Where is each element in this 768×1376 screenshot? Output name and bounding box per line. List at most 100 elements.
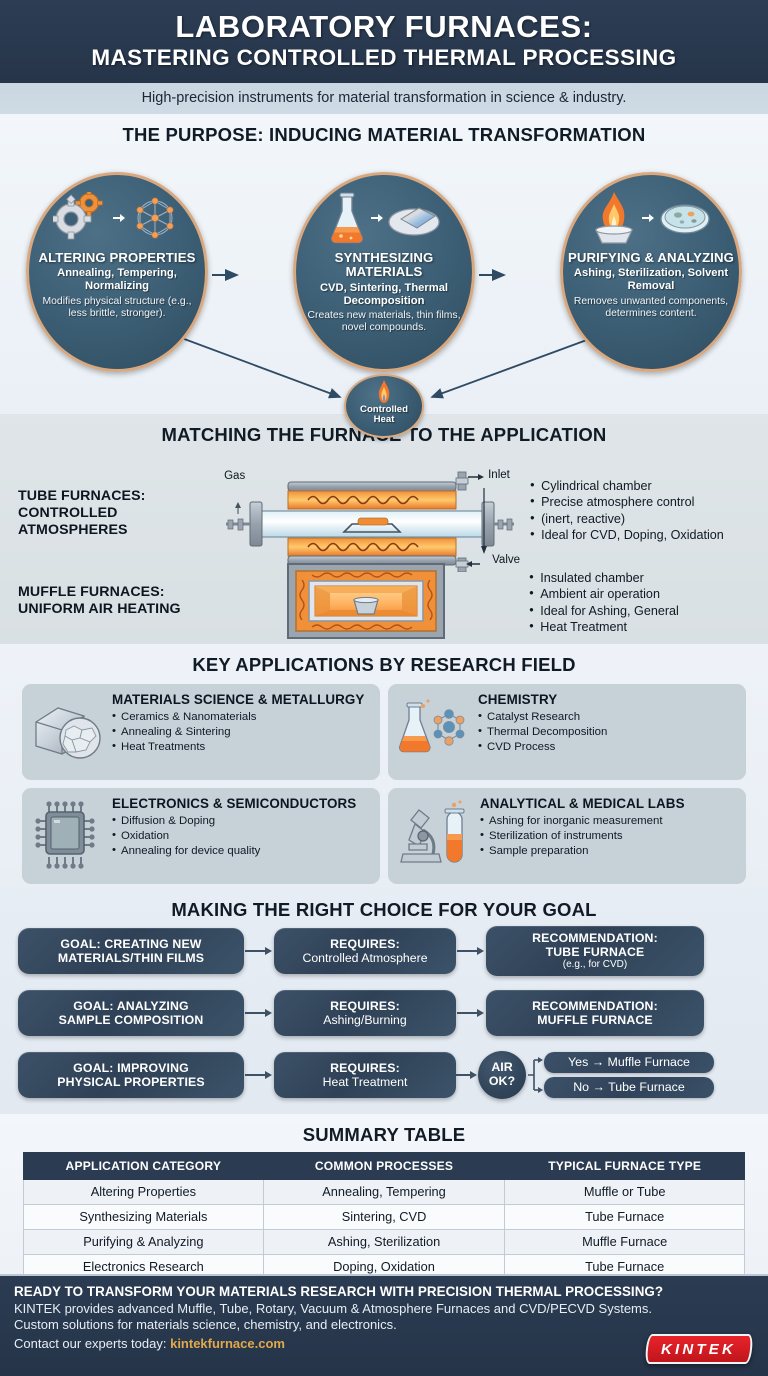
app-card-3-item-1: Diffusion & Doping <box>112 813 371 829</box>
app-card-3-item-2: Oxidation <box>112 828 371 844</box>
decision-row-1-goal[interactable]: GOAL: CREATING NEW MATERIALS/THIN FILMS <box>18 927 244 974</box>
decision-rows: GOAL: CREATING NEW MATERIALS/THIN FILMS … <box>0 925 768 1099</box>
right-arrow-icon <box>245 1070 272 1079</box>
footer-contact-link[interactable]: kintekfurnace.com <box>170 1335 285 1351</box>
metal-block-microstructure-icon <box>31 692 105 770</box>
branch-no-box[interactable]: No → Tube Furnace <box>544 1076 714 1098</box>
decision-row-3-arrow-1 <box>244 1069 274 1081</box>
app-card-1-item-1: Ceramics & Nanomaterials <box>112 709 371 725</box>
section-summary-table: SUMMARY TABLE APPLICATION CATEGORY COMMO… <box>0 1113 768 1280</box>
purpose-circle-1-title: ALTERING PROPERTIES <box>38 249 196 265</box>
tube-furnace-bullets: Cylindrical chamber Precise atmosphere c… <box>530 466 750 544</box>
applications-section-title: KEY APPLICATIONS BY RESEARCH FIELD <box>192 653 576 675</box>
gear-icon <box>53 191 103 240</box>
page-title-line1: LABORATORY FURNACES: <box>175 9 593 44</box>
footer-cta: READY TO TRANSFORM YOUR MATERIALS RESEAR… <box>0 1273 768 1376</box>
purpose-circle-3-title: PURIFYING & ANALYZING <box>568 249 734 265</box>
branch-yes-box[interactable]: Yes → Muffle Furnace <box>544 1051 714 1073</box>
app-card-materials-science[interactable]: MATERIALS SCIENCE & METALLURGY Ceramics … <box>22 683 380 780</box>
tube-bullet-1: Cylindrical chamber <box>530 477 750 495</box>
table-row: Altering Properties Annealing, Tempering… <box>23 1178 745 1205</box>
decision-section-title: MAKING THE RIGHT CHOICE FOR YOUR GOAL <box>171 898 597 920</box>
decision-row-2-goal[interactable]: GOAL: ANALYZING SAMPLE COMPOSITION <box>18 989 244 1036</box>
decision-row-2-requires-value: Ashing/Burning <box>323 1012 407 1027</box>
petri-dish-icon <box>660 204 710 234</box>
decision-row-1-goal-line1: GOAL: CREATING NEW <box>60 936 202 951</box>
app-card-electronics[interactable]: ELECTRONICS & SEMICONDUCTORS Diffusion &… <box>22 787 380 884</box>
decision-row-1-requires[interactable]: REQUIRES: Controlled Atmosphere <box>274 927 456 974</box>
tube-furnace-diagram: Gas Inlet Valve <box>216 466 520 577</box>
app-card-3-items: Diffusion & Doping Oxidation Annealing f… <box>112 813 371 859</box>
app-card-2-item-2: Thermal Decomposition <box>478 724 737 740</box>
app-card-2-item-3: CVD Process <box>478 739 737 755</box>
footer-headline: READY TO TRANSFORM YOUR MATERIALS RESEAR… <box>14 1283 664 1299</box>
decision-row-2-requires-label: REQUIRES: <box>330 998 400 1013</box>
flame-icon <box>378 379 390 403</box>
decision-air-ok-node[interactable]: AIR OK? <box>478 1050 526 1099</box>
decision-row-3-goal-line1: GOAL: IMPROVING <box>73 1060 189 1075</box>
purpose-circle-1-description: Modifies physical structure (e.g., less … <box>42 295 192 319</box>
muffle-furnace-label-line1: MUFFLE FURNACES: <box>18 583 165 600</box>
app-card-2-item-1: Catalyst Research <box>478 709 737 725</box>
purpose-circle-1-processes: Annealing, Tempering, Normalizing <box>57 267 177 293</box>
decision-row-3-requires-value: Heat Treatment <box>322 1074 408 1089</box>
app-card-4-item-3: Sample preparation <box>480 843 737 859</box>
decision-row-3-requires[interactable]: REQUIRES: Heat Treatment <box>274 1051 456 1098</box>
app-card-1-title: MATERIALS SCIENCE & METALLURGY <box>112 691 365 707</box>
table-cell-r2c1: Synthesizing Materials <box>23 1203 264 1230</box>
purpose-circle-2-icons <box>327 187 441 249</box>
flame-crucible-icon <box>594 191 634 244</box>
purpose-circles: ALTERING PROPERTIES Annealing, Tempering… <box>0 152 768 438</box>
decision-row-3-arrow-2 <box>456 1069 478 1081</box>
decision-row-2-requires[interactable]: REQUIRES: Ashing/Burning <box>274 989 456 1036</box>
table-cell-r1c2: Annealing, Tempering <box>262 1178 506 1205</box>
app-card-4-text: ANALYTICAL & MEDICAL LABS Ashing for ino… <box>480 796 737 859</box>
purpose-circle-3-description: Removes unwanted components, determines … <box>573 295 729 319</box>
table-col-header-1: APPLICATION CATEGORY <box>23 1151 264 1180</box>
section-matching: MATCHING THE FURNACE TO THE APPLICATION … <box>0 413 768 644</box>
app-card-analytical-medical[interactable]: ANALYTICAL & MEDICAL LABS Ashing for ino… <box>388 787 746 884</box>
table-cell-r1c1: Altering Properties <box>23 1178 264 1205</box>
thin-film-wafer-icon <box>388 207 440 236</box>
tube-diagram-gas-label: Gas <box>224 469 246 482</box>
app-card-1-items: Ceramics & Nanomaterials Annealing & Sin… <box>112 709 371 755</box>
purpose-circle-purifying-analyzing: PURIFYING & ANALYZING Ashing, Sterilizat… <box>560 171 742 372</box>
app-card-2-items: Catalyst Research Thermal Decomposition … <box>478 709 737 755</box>
section-decision-flow: MAKING THE RIGHT CHOICE FOR YOUR GOAL GO… <box>0 888 768 1114</box>
decision-row-2-recommendation[interactable]: RECOMMENDATION: MUFFLE FURNACE <box>486 989 704 1036</box>
table-col-header-2: COMMON PROCESSES <box>262 1151 506 1180</box>
muffle-furnace-bullets: Insulated chamber Ambient air operation … <box>529 562 750 636</box>
summary-table: APPLICATION CATEGORY COMMON PROCESSES TY… <box>23 1151 745 1280</box>
decision-row-3-goal[interactable]: GOAL: IMPROVING PHYSICAL PROPERTIES <box>18 1051 244 1098</box>
tube-bullet-2: Precise atmosphere control <box>530 493 750 511</box>
header-banner: LABORATORY FURNACES: MASTERING CONTROLLE… <box>0 0 768 83</box>
microchip-icon <box>31 796 105 874</box>
decision-row-3: GOAL: IMPROVING PHYSICAL PROPERTIES REQU… <box>18 1050 750 1099</box>
right-arrow-icon <box>457 946 484 955</box>
purpose-circle-synthesizing-materials: SYNTHESIZING MATERIALS CVD, Sintering, T… <box>293 171 475 372</box>
muffle-bullet-2: Ambient air operation <box>529 585 750 603</box>
tube-furnace-illustration <box>226 471 515 573</box>
controlled-heat-hub: Controlled Heat <box>344 373 424 438</box>
app-card-2-title: CHEMISTRY <box>478 691 558 707</box>
app-card-3-item-3: Annealing for device quality <box>112 843 371 859</box>
decision-branch-outcomes: Yes → Muffle Furnace No → Tube Furnace <box>544 1051 714 1098</box>
decision-row-1-rec-value: TUBE FURNACE <box>545 945 645 960</box>
muffle-furnace-row: MUFFLE FURNACES: UNIFORM AIR HEATING <box>18 562 750 640</box>
decision-row-2-goal-line2: SAMPLE COMPOSITION <box>58 1012 204 1027</box>
controlled-heat-label-2: Heat <box>373 413 395 425</box>
table-cell-r3c3: Muffle Furnace <box>504 1228 745 1255</box>
muffle-furnace-diagram <box>217 562 515 640</box>
section-purpose: THE PURPOSE: INDUCING MATERIAL TRANSFORM… <box>0 113 768 438</box>
app-card-chemistry[interactable]: CHEMISTRY Catalyst Research Thermal Deco… <box>388 683 746 780</box>
app-card-1-text: MATERIALS SCIENCE & METALLURGY Ceramics … <box>112 692 371 755</box>
microscope-test-tube-icon <box>397 796 473 874</box>
app-card-1-item-2: Annealing & Sintering <box>112 724 371 740</box>
tube-furnace-label: TUBE FURNACES: CONTROLLED ATMOSPHERES <box>18 466 216 540</box>
table-row: Synthesizing Materials Sintering, CVD Tu… <box>23 1203 745 1230</box>
purpose-circle-2-processes: CVD, Sintering, Thermal Decomposition <box>319 281 449 307</box>
purpose-circle-2-description: Creates new materials, thin films, novel… <box>307 310 461 334</box>
decision-row-1-recommendation[interactable]: RECOMMENDATION: TUBE FURNACE (e.g., for … <box>486 925 704 976</box>
kintek-logo: KINTEK <box>644 1334 754 1364</box>
